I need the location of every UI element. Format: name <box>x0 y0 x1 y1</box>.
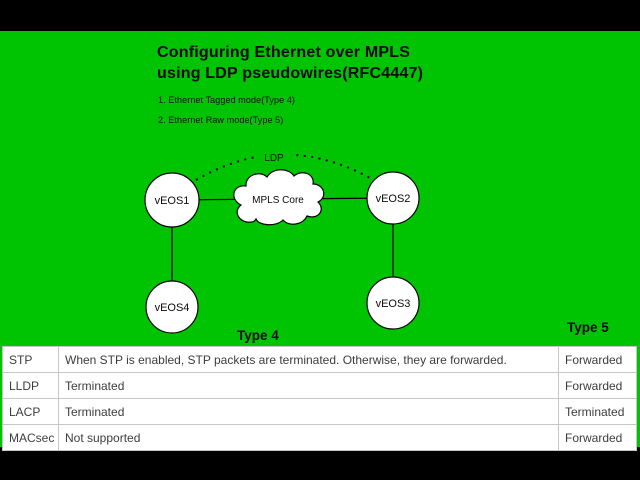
protocol-cell: MACsec <box>2 424 59 451</box>
ldp-label: LDP <box>264 153 284 164</box>
protocol-cell: LLDP <box>2 372 59 399</box>
type4-cell: Terminated <box>58 398 559 425</box>
node-veos4-label: vEOS4 <box>155 302 190 314</box>
node-veos3-label: vEOS3 <box>376 298 411 310</box>
type4-cell: Terminated <box>58 372 559 399</box>
table-header-type4: Type 4 <box>237 328 279 343</box>
node-veos1-label: vEOS1 <box>155 195 190 207</box>
video-letterbox-bottom <box>0 447 640 480</box>
node-veos4-circle <box>145 280 199 334</box>
table-row: STP When STP is enabled, STP packets are… <box>2 346 637 373</box>
protocol-cell: STP <box>2 346 59 373</box>
type4-cell: When STP is enabled, STP packets are ter… <box>58 346 559 373</box>
list-item-raw-mode: 2. Ethernet Raw mode(Type 5) <box>158 115 284 125</box>
network-diagram: LDP MPLS Core vEOS1 vEOS2 vEOS4 vEOS3 <box>144 144 420 334</box>
mpls-core-cloud <box>233 169 325 226</box>
type5-cell: Forwarded <box>558 346 637 373</box>
node-veos2-circle <box>366 171 420 225</box>
slide-title: Configuring Ethernet over MPLS using LDP… <box>157 42 487 84</box>
node-veos1-circle <box>144 172 200 228</box>
table-header-type5: Type 5 <box>567 320 609 335</box>
protocol-behavior-table: STP When STP is enabled, STP packets are… <box>2 346 637 451</box>
table-row: MACsec Not supported Forwarded <box>2 424 637 451</box>
table-row: LACP Terminated Terminated <box>2 398 637 425</box>
type5-cell: Forwarded <box>558 372 637 399</box>
type4-cell: Not supported <box>58 424 559 451</box>
slide-title-line1: Configuring Ethernet over MPLS <box>157 44 411 61</box>
protocol-cell: LACP <box>2 398 59 425</box>
node-veos3-circle <box>366 276 420 330</box>
type5-cell: Forwarded <box>558 424 637 451</box>
slide-title-line2: using LDP pseudowires(RFC4447) <box>157 65 424 82</box>
ldp-label-backdrop <box>256 144 296 164</box>
node-veos2-label: vEOS2 <box>376 193 411 205</box>
mpls-core-label: MPLS Core <box>252 195 304 206</box>
list-item-tagged-mode: 1. Ethernet Tagged mode(Type 4) <box>158 95 296 105</box>
table-row: LLDP Terminated Forwarded <box>2 372 637 399</box>
video-letterbox-top <box>0 0 640 31</box>
type5-cell: Terminated <box>558 398 637 425</box>
